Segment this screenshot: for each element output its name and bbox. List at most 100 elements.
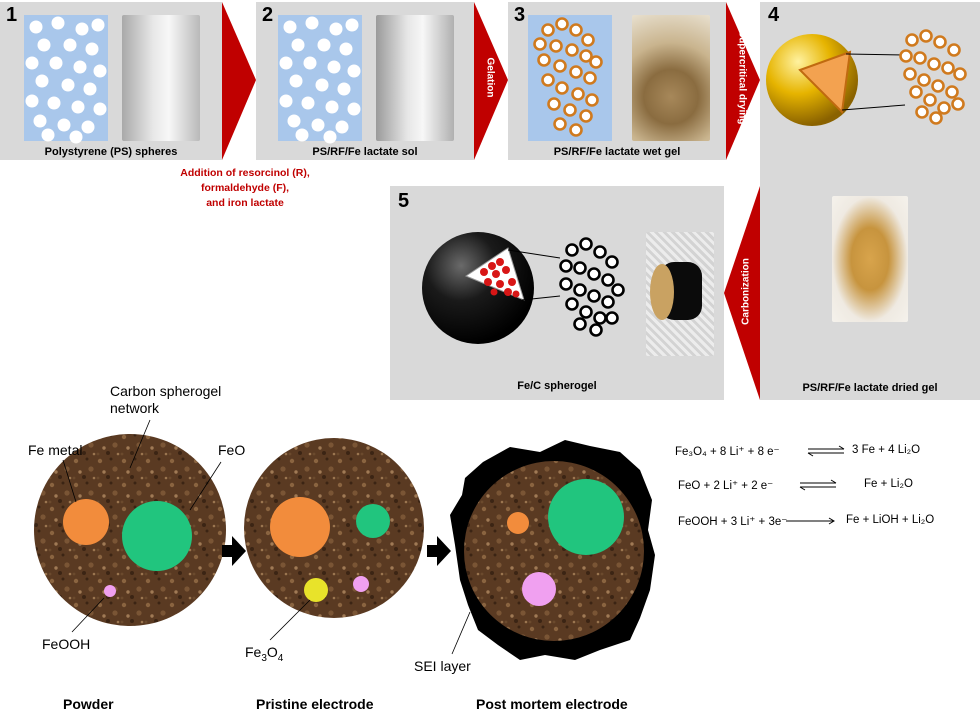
step1-caption: Polystyrene (PS) spheres bbox=[44, 146, 178, 158]
gel-ring bbox=[555, 17, 569, 31]
gel-ring bbox=[555, 81, 569, 95]
gel-ring bbox=[579, 109, 593, 123]
gel-ring bbox=[905, 33, 919, 47]
sphere-cutout bbox=[798, 50, 852, 115]
addition-line-1: Addition of resorcinol (R), bbox=[180, 167, 310, 179]
eq3-left: FeOOH + 3 Li⁺ + 3e⁻ bbox=[678, 516, 788, 528]
arrow-gelation bbox=[474, 2, 508, 160]
ps-sphere bbox=[347, 64, 361, 78]
gel-ring bbox=[923, 93, 937, 107]
gel-ring bbox=[579, 237, 593, 251]
ps-sphere bbox=[61, 78, 75, 92]
ps-sphere bbox=[283, 20, 297, 34]
gel-ring bbox=[953, 67, 967, 81]
ps-sphere bbox=[305, 16, 319, 30]
ps-sphere bbox=[279, 56, 293, 70]
gel-ring bbox=[601, 295, 615, 309]
gel-ring bbox=[605, 255, 619, 269]
eq1-arrow bbox=[807, 445, 845, 457]
ps-sphere bbox=[279, 94, 293, 108]
ps-spheres-2 bbox=[279, 16, 361, 144]
gel-ring bbox=[947, 43, 961, 57]
ps-sphere bbox=[25, 56, 39, 70]
eq3-right: Fe + LiOH + Li₂O bbox=[846, 514, 935, 526]
gel-ring bbox=[929, 111, 943, 125]
leader-sei bbox=[451, 611, 471, 655]
step4-number: 4 bbox=[768, 4, 780, 26]
fe-metal-label: Fe metal bbox=[28, 442, 83, 458]
fe3o4-tail: O bbox=[266, 644, 278, 660]
gel-ring bbox=[533, 37, 547, 51]
gel-ring bbox=[899, 49, 913, 63]
eq3-arrow bbox=[786, 517, 835, 525]
ps-sphere bbox=[33, 114, 47, 128]
gel-ring bbox=[573, 261, 587, 275]
beaker-photo-2 bbox=[376, 15, 454, 141]
ps-sphere bbox=[73, 60, 87, 74]
gel-ring bbox=[541, 23, 555, 37]
ps-sphere bbox=[339, 42, 353, 56]
stage-postmortem: Post mortem electrode bbox=[476, 696, 628, 712]
gel-ring bbox=[611, 283, 625, 297]
eq2-arrow bbox=[799, 479, 837, 491]
ps-sphere bbox=[325, 100, 339, 114]
arrow-drying bbox=[726, 2, 760, 160]
ps-sphere bbox=[25, 94, 39, 108]
gel-ring bbox=[547, 97, 561, 111]
zoom-line-top-4 bbox=[845, 53, 906, 56]
ps-sphere bbox=[75, 22, 89, 36]
wet-gel-photo bbox=[632, 15, 710, 141]
gel-ring bbox=[931, 79, 945, 93]
pristine-fe3o4 bbox=[304, 578, 328, 602]
ps-sphere bbox=[83, 82, 97, 96]
gel-ring bbox=[563, 103, 577, 117]
ps-sphere bbox=[85, 42, 99, 56]
leader-fe-metal bbox=[62, 459, 77, 503]
leader-feo bbox=[189, 461, 222, 511]
powder-fe-metal bbox=[63, 499, 109, 545]
carbonization-label: Carbonization bbox=[740, 258, 752, 325]
zoom-line-bottom-5 bbox=[521, 295, 561, 301]
ps-sphere bbox=[327, 60, 341, 74]
step5-number: 5 bbox=[398, 190, 410, 212]
ps-sphere bbox=[69, 130, 83, 144]
beaker-photo-1 bbox=[122, 15, 200, 141]
ps-sphere bbox=[49, 56, 63, 70]
fe3o4-label: Fe3O4 bbox=[245, 644, 283, 664]
ps-sphere bbox=[289, 74, 303, 88]
eq2-left: FeO + 2 Li⁺ + 2 e⁻ bbox=[678, 480, 774, 492]
step5-caption: Fe/C spherogel bbox=[517, 380, 597, 392]
step3-number: 3 bbox=[514, 4, 526, 26]
gel-ring bbox=[549, 39, 563, 53]
sei-label: SEI layer bbox=[414, 658, 471, 674]
fe3o4-base: Fe bbox=[245, 644, 262, 660]
gel-ring bbox=[583, 71, 597, 85]
gel-ring bbox=[553, 59, 567, 73]
stage-pristine: Pristine electrode bbox=[256, 696, 374, 712]
gel-ring bbox=[579, 49, 593, 63]
leader-network bbox=[129, 419, 151, 469]
addition-line-2: formaldehyde (F), bbox=[200, 182, 290, 194]
eq1-left: Fe₃O₄ + 8 Li⁺ + 8 e⁻ bbox=[675, 446, 780, 458]
network-label-line-2: network bbox=[110, 400, 160, 416]
post-particle bbox=[464, 461, 644, 641]
fe3o4-sub2: 4 bbox=[277, 652, 284, 664]
gel-ring bbox=[915, 105, 929, 119]
gel-ring bbox=[601, 273, 615, 287]
eq1-right: 3 Fe + 4 Li₂O bbox=[852, 444, 921, 456]
ps-sphere bbox=[57, 118, 71, 132]
leader-feooh bbox=[71, 597, 105, 633]
ps-sphere bbox=[41, 128, 55, 142]
fe-particles bbox=[480, 258, 520, 298]
gel-ring bbox=[585, 93, 599, 107]
gel-ring bbox=[909, 85, 923, 99]
stage-arrow-1 bbox=[222, 536, 246, 566]
gel-ring bbox=[589, 55, 603, 69]
pristine-fe-metal bbox=[270, 497, 330, 557]
gel-ring bbox=[569, 23, 583, 37]
ps-sphere bbox=[323, 130, 337, 144]
gel-ring bbox=[605, 311, 619, 325]
carbon-rings bbox=[559, 237, 625, 337]
gelation-label: Gelation bbox=[484, 57, 496, 98]
gel-ring bbox=[579, 305, 593, 319]
